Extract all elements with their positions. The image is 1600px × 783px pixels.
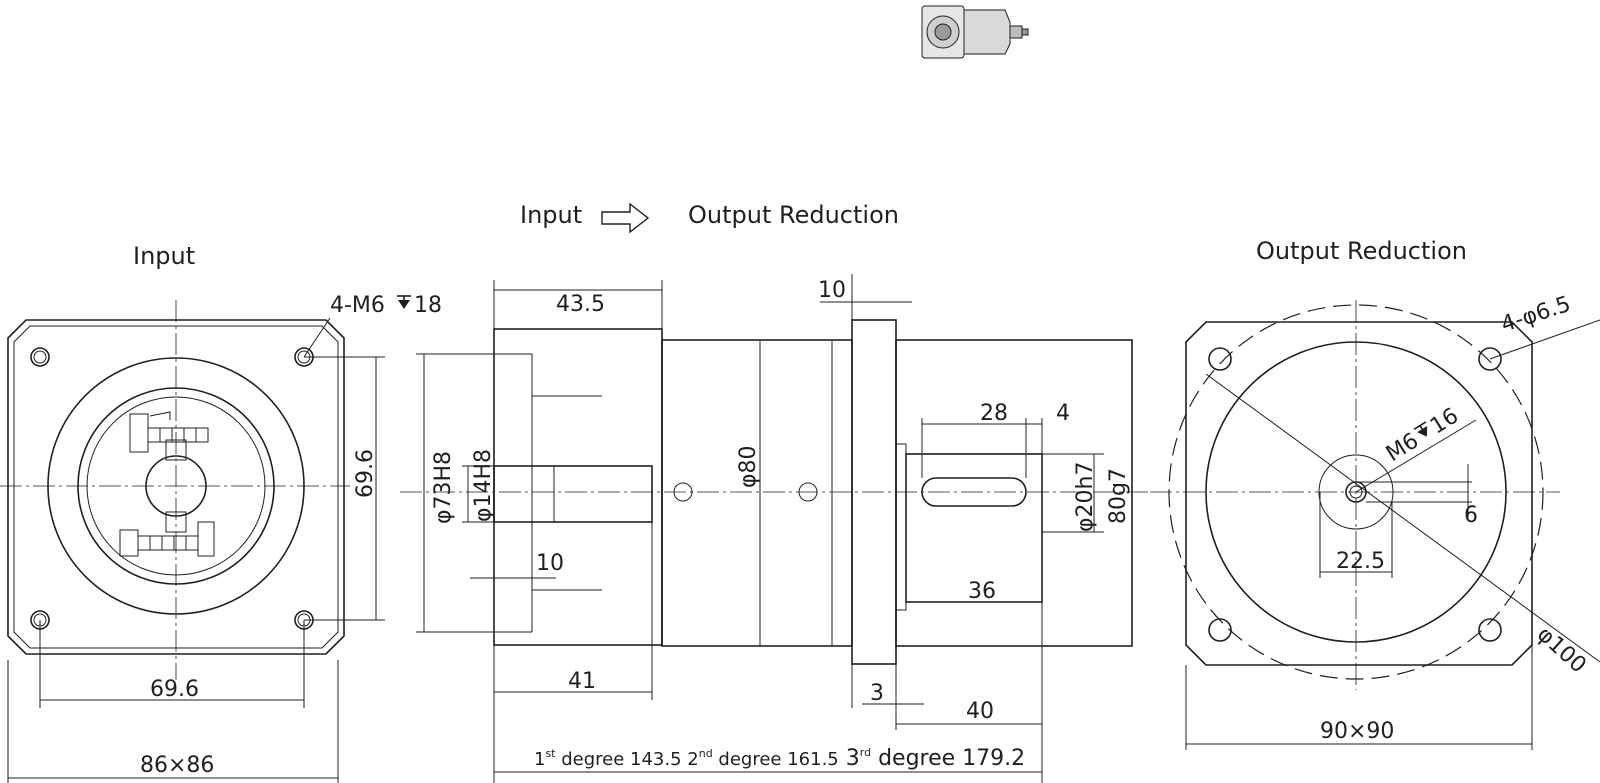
overall-lengths-label: 1st degree 143.5 2nd degree 161.5 3rd de… [534, 746, 1025, 771]
side-view-body [400, 319, 1150, 665]
bolt-spacing-horizontal-label: 69.6 [150, 677, 199, 702]
length-first-sup: st [545, 747, 556, 760]
length-lead: 1 [534, 749, 545, 770]
input-length-label: 43.5 [556, 292, 605, 317]
tapped-holes-label: 4-M6 [330, 293, 385, 318]
length-second-sup: nd [699, 747, 713, 760]
key-width-label: 6 [1464, 503, 1478, 528]
bore-diameter-label: φ14H8 [471, 449, 496, 522]
depth-symbol-icon [1413, 421, 1428, 437]
output-view-title: Output Reduction [1256, 237, 1467, 265]
flow-arrow-icon [601, 202, 650, 234]
clamp-screw-bottom [119, 521, 215, 557]
shaft-length-label: 40 [966, 699, 994, 724]
input-flange [0, 300, 350, 680]
output-flange-size-label: 90×90 [1320, 719, 1394, 744]
clamp-screw-top [129, 411, 209, 453]
shaft-length-shoulder-label: 36 [968, 579, 996, 604]
length-second: degree 161.5 [713, 749, 839, 770]
spigot-diameter-label: 80g7 [1106, 468, 1131, 524]
key-height-label: 22.5 [1336, 549, 1385, 574]
center-depth-label: 16 [1426, 403, 1463, 439]
pcd-label: φ100 [1532, 622, 1591, 678]
input-view-title: Input [133, 242, 195, 270]
length-third-sup: rd [860, 746, 871, 759]
key-offset-label: 4 [1056, 401, 1070, 426]
flange-thickness-label: 10 [818, 278, 846, 303]
tapped-depth-label: 18 [414, 293, 442, 318]
depth-symbol-icon [397, 295, 411, 309]
length-third-num: 3 [839, 746, 860, 771]
flow-from-label: Input [520, 201, 582, 229]
motor-shaft-depth-label: 41 [568, 669, 596, 694]
shoulder-label: 3 [870, 681, 884, 706]
gearbox-thumbnail-icon [921, 5, 1029, 59]
housing-diameter-label: φ80 [736, 445, 761, 488]
mount-holes-label: 4-φ6.5 [1498, 292, 1574, 338]
input-flange-size-label: 86×86 [140, 753, 214, 778]
length-first: degree 143.5 2 [556, 749, 699, 770]
center-thread-label: M6 [1382, 428, 1423, 467]
output-flange [1150, 300, 1560, 690]
pilot-diameter-label: φ73H8 [431, 451, 456, 524]
shaft-diameter-label: φ20h7 [1073, 462, 1098, 532]
inner-dim-label: 10 [536, 551, 564, 576]
length-third: degree 179.2 [871, 746, 1025, 771]
key-length-label: 28 [980, 401, 1008, 426]
flow-to-label: Output Reduction [688, 201, 899, 229]
bolt-spacing-vertical-label: 69.6 [353, 449, 378, 498]
